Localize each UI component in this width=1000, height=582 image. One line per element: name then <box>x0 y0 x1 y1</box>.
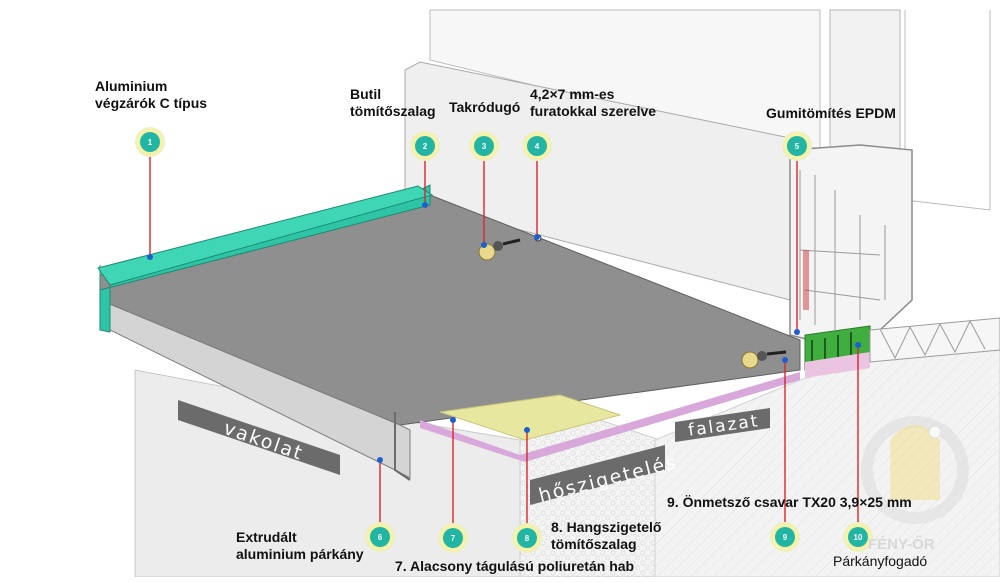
window-profile <box>789 144 913 346</box>
badge-7: 7 <box>443 528 463 548</box>
badge-9: 9 <box>775 527 795 547</box>
label-8-line2: tömítőszalag <box>551 536 637 552</box>
leader-lines <box>149 152 859 528</box>
lattice-profile <box>869 317 1000 363</box>
label-4-line2: furatokkal szerelve <box>530 103 657 119</box>
cap-plug-1 <box>478 243 496 261</box>
cap-plug-2 <box>741 351 759 369</box>
label-4-line1: 4,2×7 mm-es <box>530 86 615 102</box>
label-6-line1: Extrudált <box>236 529 297 545</box>
label-2-line1: Butil <box>350 86 382 102</box>
badge-2: 2 <box>415 136 435 156</box>
label-6-line2: aluminium párkány <box>236 546 364 562</box>
label-8-line1: 8. Hangszigetelő <box>551 519 662 535</box>
badge-3: 3 <box>474 136 494 156</box>
logo-text: FÉNY-ŐR <box>868 536 935 553</box>
label-acoustic-tape: 8. Hangszigetelő tömítőszalag <box>551 519 661 553</box>
vakolat-banner <box>178 400 340 475</box>
label-extruded-sill: Extrudált aluminium párkány <box>236 529 364 563</box>
label-1-line2: végzárók C típus <box>95 95 208 111</box>
feny-or-logo <box>861 416 969 524</box>
label-cap-plug: Takródugó <box>449 99 521 115</box>
falazat-banner <box>675 408 770 442</box>
label-1-line1: Aluminium <box>95 78 168 94</box>
badge-6: 6 <box>370 527 390 547</box>
badge-5: 5 <box>787 136 807 156</box>
badge-8: 8 <box>517 528 537 548</box>
label-sill-receiver: Párkányfogadó <box>833 553 928 569</box>
badge-1: 1 <box>140 132 160 152</box>
label-self-tapping-screw: 9. Önmetsző csavar TX20 3,9×25 mm <box>667 494 912 510</box>
label-2-line2: tömítőszalag <box>350 103 436 119</box>
label-epdm-gasket: Gumitömítés EPDM <box>766 105 896 121</box>
label-butyl-tape: Butil tömítőszalag <box>350 86 436 120</box>
label-drill-holes: 4,2×7 mm-es furatokkal szerelve <box>530 86 656 120</box>
pu-foam <box>439 394 622 441</box>
hoszigeteles-banner <box>530 445 665 505</box>
label-pu-foam: 7. Alacsony tágulású poliuretán hab <box>395 558 635 574</box>
badge-4: 4 <box>527 136 547 156</box>
badge-10: 10 <box>848 527 868 547</box>
label-aluminium-end-cap: Aluminium végzárók C típus <box>95 78 207 112</box>
